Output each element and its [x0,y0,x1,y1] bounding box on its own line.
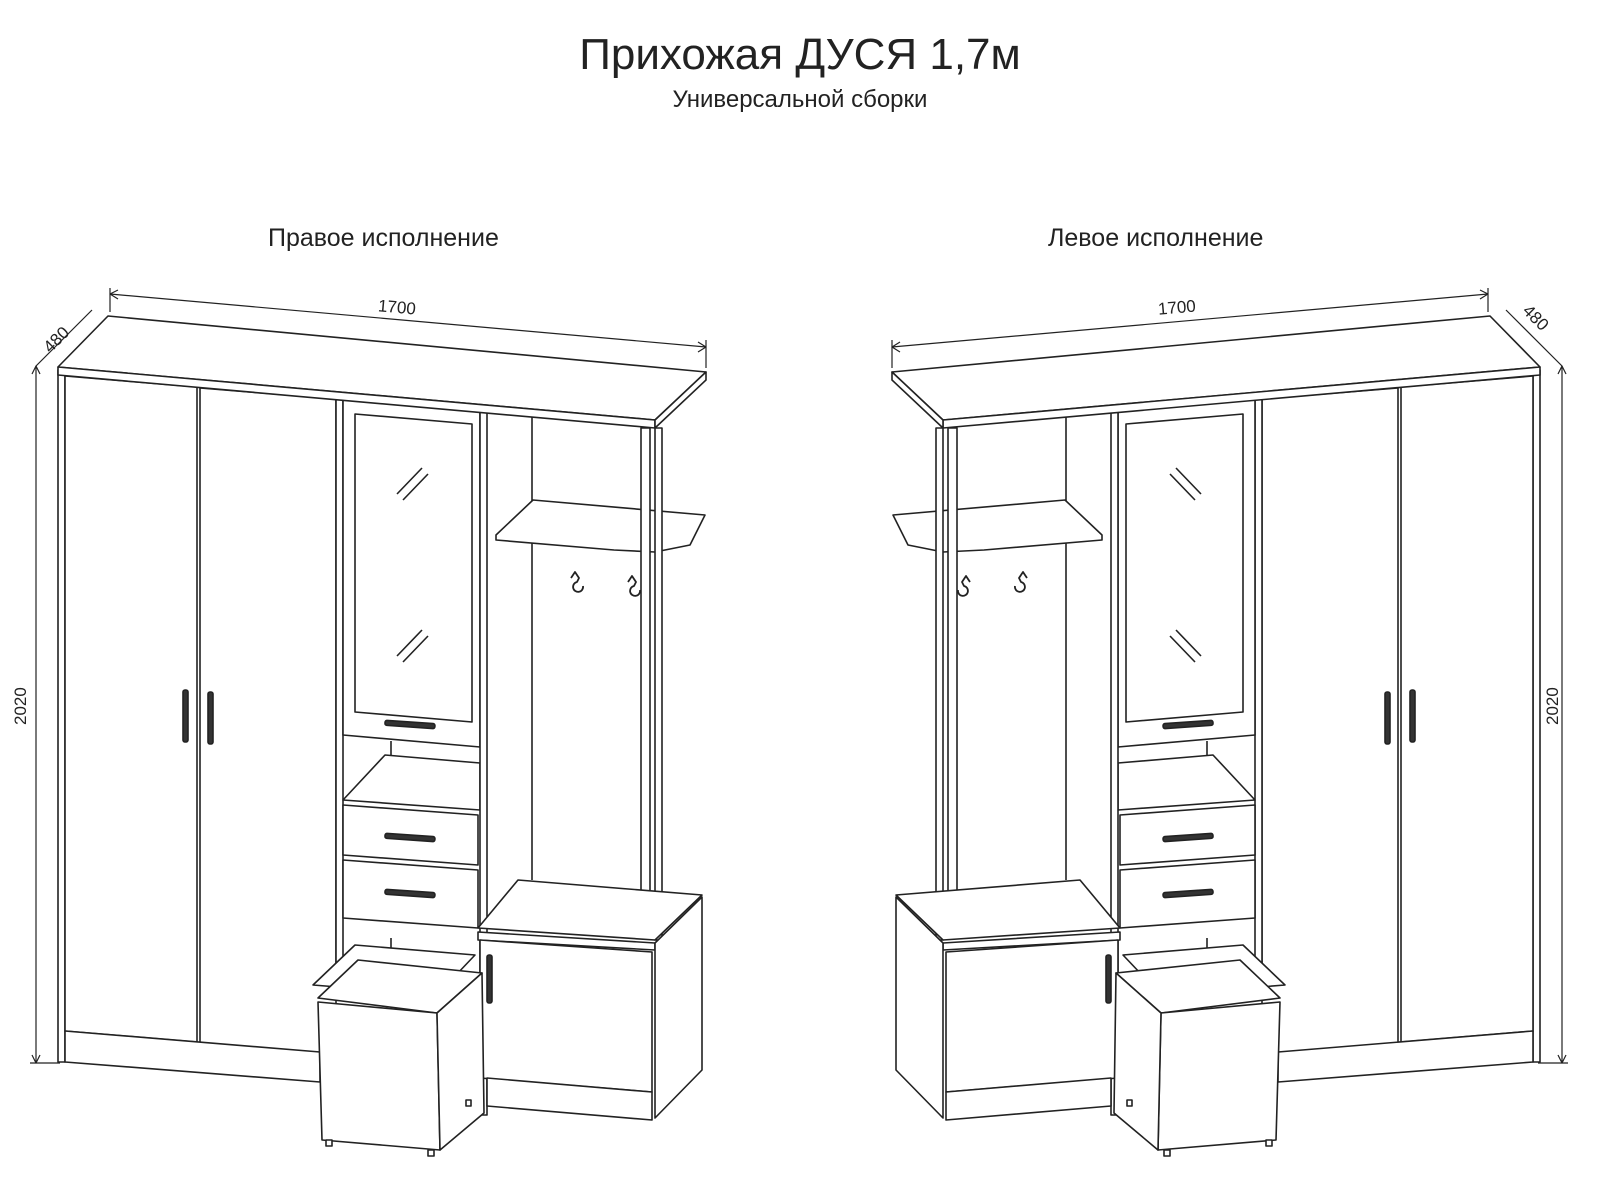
height-dimension: 2020 [11,687,30,725]
left-variant-drawing: 1700 480 2020 [891,287,1569,1157]
depth-dimension: 480 [40,323,73,356]
depth-dimension: 480 [1519,301,1552,334]
height-dimension: 2020 [1543,687,1562,725]
right-variant-drawing: 1700 480 2020 [11,287,707,1157]
page-subtitle: Универсальной сборки [672,86,928,113]
width-dimension: 1700 [1157,296,1196,318]
page-title: Прихожая ДУСЯ 1,7м [579,30,1021,79]
right-variant-label: Правое исполнение [268,224,499,252]
left-variant-label: Левое исполнение [1048,224,1264,252]
width-dimension: 1700 [377,296,416,318]
